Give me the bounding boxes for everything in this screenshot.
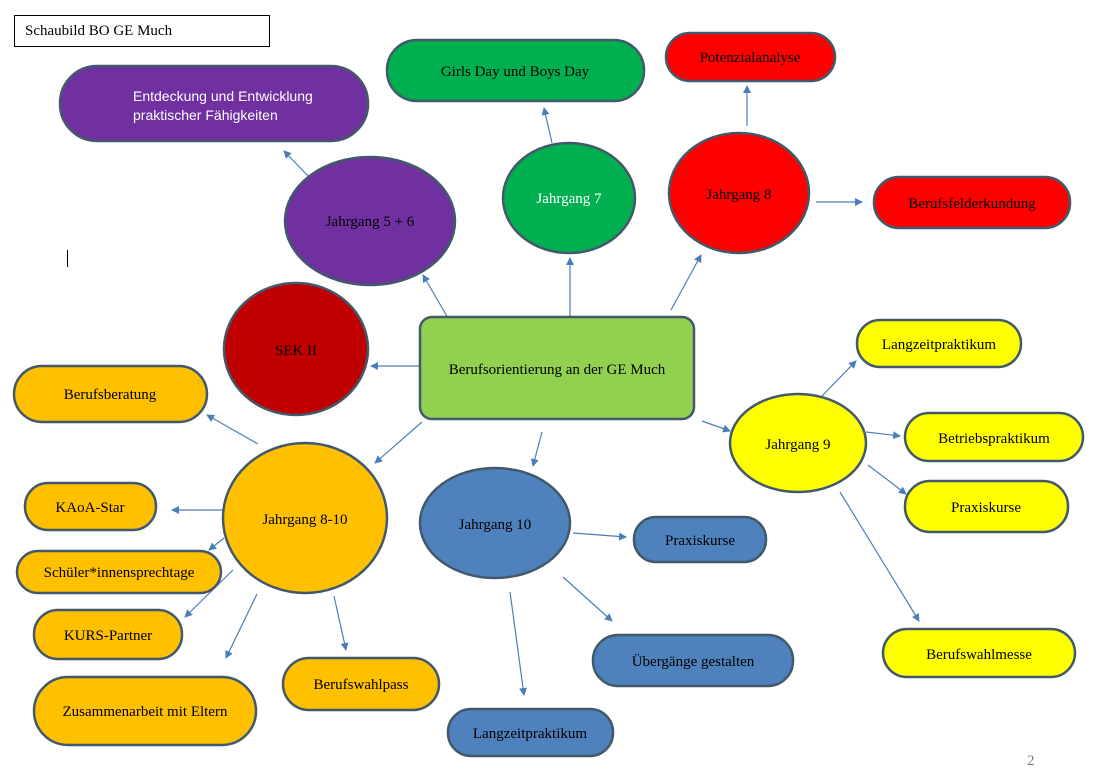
node-sek-2: SEK II [222, 281, 370, 417]
text-cursor [67, 250, 68, 267]
zusammenarbeit-label: Zusammenarbeit mit Eltern [63, 704, 228, 720]
arrow-j9-to-messe [839, 491, 920, 622]
node-center: Berufsorientierung an der GE Much [418, 315, 696, 421]
sprechtage-label: Schüler*innensprechtage [44, 565, 195, 581]
node-j9-praxiskurse: Praxiskurse [903, 479, 1070, 534]
node-jahrgang-8: Jahrgang 8 [667, 131, 811, 255]
node-berufsfelderkundung: Berufsfelderkundung [872, 175, 1072, 230]
node-entdeckung: Entdeckung und Entwicklung praktischer F… [58, 64, 370, 143]
j10-langzeitpraktikum-label: Langzeitpraktikum [473, 726, 587, 742]
page-title: Schaubild BO GE Much [14, 15, 270, 47]
arrow-j810-to-wahlpass [333, 595, 349, 651]
node-berufsberatung: Berufsberatung [12, 364, 209, 424]
node-potenzialanalyse: Potenzialanalyse [664, 31, 837, 83]
node-uebergaenge-gestalten: Übergänge gestalten [591, 633, 795, 688]
girls-boys-day-label: Girls Day und Boys Day [441, 64, 590, 80]
node-j10-praxiskurse: Praxiskurse [632, 515, 768, 564]
arrow-center-to-j56 [422, 274, 449, 319]
berufswahlmesse-label: Berufswahlmesse [926, 647, 1032, 663]
arrow-j56-to-child [283, 150, 311, 179]
arrow-center-to-j10 [530, 431, 543, 467]
j9-praxiskurse-label: Praxiskurse [951, 500, 1021, 516]
arrow-j9-to-betrieb [865, 431, 901, 440]
j7-label: Jahrgang 7 [536, 191, 602, 207]
node-zusammenarbeit-eltern: Zusammenarbeit mit Eltern [32, 675, 258, 747]
node-jahrgang-8-10: Jahrgang 8-10 [221, 441, 389, 595]
arrow-j10-to-praxis [572, 532, 627, 541]
entdeckung-label-line2: praktischer Fähigkeiten [133, 107, 278, 123]
node-berufswahlmesse: Berufswahlmesse [881, 627, 1077, 679]
j810-label: Jahrgang 8-10 [262, 512, 347, 528]
node-kurs-partner: KURS-Partner [32, 608, 184, 661]
j9-label: Jahrgang 9 [765, 437, 830, 453]
arrow-center-to-j8 [670, 254, 702, 311]
node-girls-boys-day: Girls Day und Boys Day [385, 38, 646, 103]
node-j10-langzeitpraktikum: Langzeitpraktikum [446, 707, 615, 758]
arrow-j810-to-sprechtage [208, 537, 225, 551]
arrow-j810-to-kurs [184, 569, 234, 618]
node-jahrgang-5-6: Jahrgang 5 + 6 [283, 155, 457, 287]
arrow-center-to-j9 [701, 420, 731, 433]
node-betriebspraktikum: Betriebspraktikum [903, 411, 1085, 463]
arrow-j7-to-child [541, 107, 553, 144]
center-label: Berufsorientierung an der GE Much [449, 362, 666, 378]
arrow-j10-to-langzeit [509, 591, 528, 696]
arrow-j9-to-langzeit [821, 360, 857, 397]
kurs-partner-label: KURS-Partner [64, 628, 152, 644]
j56-label: Jahrgang 5 + 6 [326, 214, 415, 230]
connectors [171, 85, 920, 696]
node-berufswahlpass: Berufswahlpass [281, 656, 441, 712]
node-jahrgang-9: Jahrgang 9 [728, 392, 868, 494]
j9-langzeitpraktikum-label: Langzeitpraktikum [882, 337, 996, 353]
berufsfelderkundung-label: Berufsfelderkundung [908, 196, 1036, 212]
arrow-center-to-j810 [374, 421, 423, 464]
node-jahrgang-10: Jahrgang 10 [418, 466, 572, 580]
arrow-j810-to-eltern [225, 593, 258, 659]
node-sprechtage: Schüler*innensprechtage [15, 549, 223, 595]
j10-praxiskurse-label: Praxiskurse [665, 533, 735, 549]
betriebspraktikum-label: Betriebspraktikum [938, 431, 1050, 447]
kaoa-star-label: KAoA-Star [55, 500, 124, 516]
uebergaenge-label: Übergänge gestalten [632, 653, 755, 670]
arrow-j810-to-beratung [206, 414, 259, 445]
page-number: 2 [1027, 753, 1035, 769]
arrow-j9-to-praxis [867, 464, 907, 495]
j8-label: Jahrgang 8 [706, 187, 771, 203]
potenzialanalyse-label: Potenzialanalyse [700, 50, 801, 66]
j10-label: Jahrgang 10 [459, 517, 532, 533]
node-jahrgang-7: Jahrgang 7 [501, 141, 637, 255]
node-j9-langzeitpraktikum: Langzeitpraktikum [855, 318, 1023, 369]
berufsberatung-label: Berufsberatung [64, 387, 157, 403]
sek2-label: SEK II [275, 343, 317, 359]
berufswahlpass-label: Berufswahlpass [314, 677, 409, 693]
node-kaoa-star: KAoA-Star [23, 481, 158, 532]
arrow-j10-to-uebergaenge [562, 576, 613, 622]
entdeckung-label-line1: Entdeckung und Entwicklung [133, 88, 313, 104]
